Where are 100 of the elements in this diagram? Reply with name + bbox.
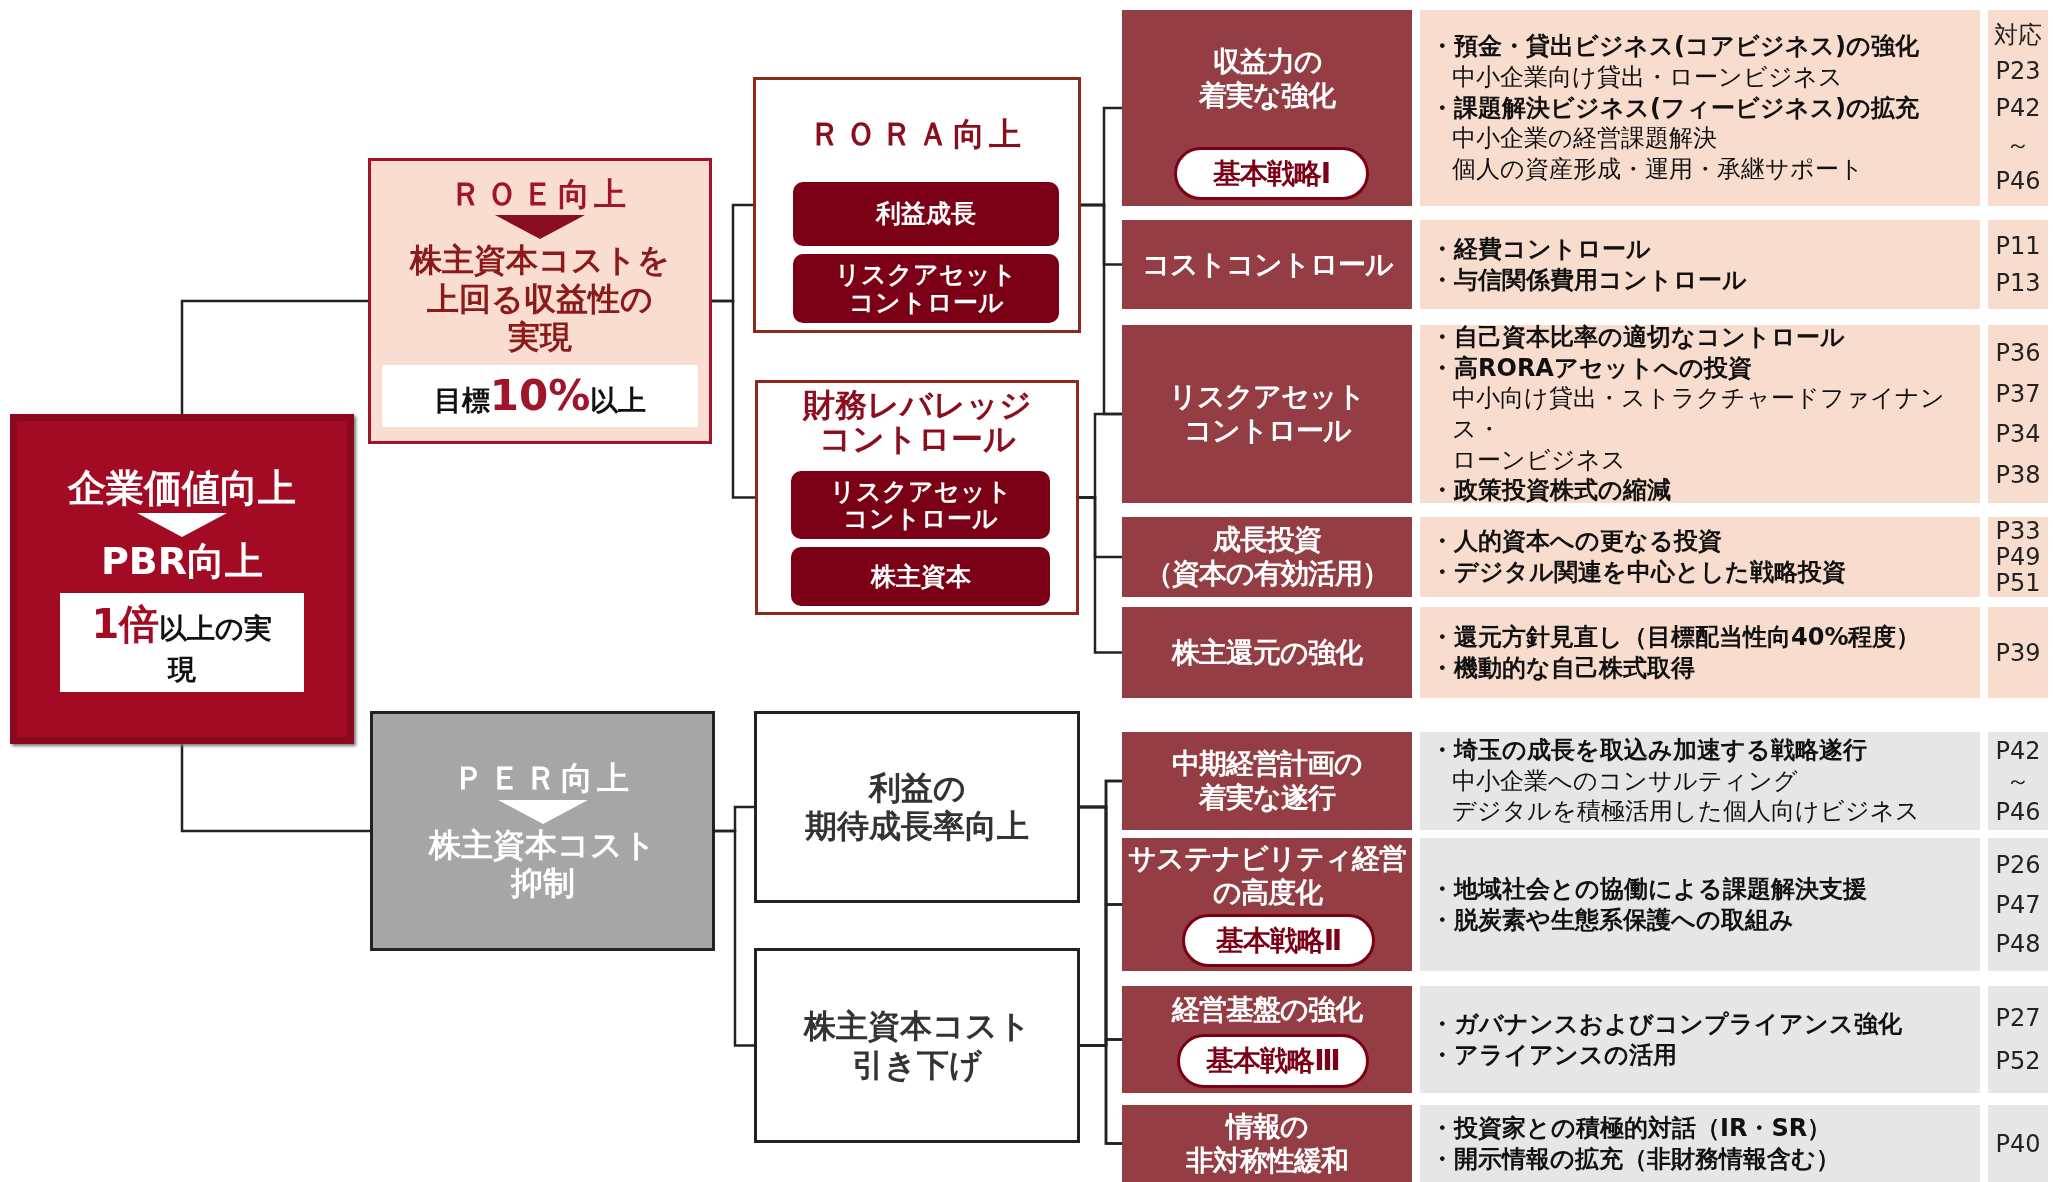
detail-panel: [1420, 325, 1980, 503]
item-pill: リスクアセットコントロール: [791, 471, 1050, 539]
box-title: ＲＯＥ向上: [450, 175, 630, 214]
connector-line: [180, 744, 370, 833]
page-number: P36: [1995, 341, 2041, 366]
group-box: [755, 380, 1079, 615]
page-ref-panel: [1988, 517, 2048, 597]
box-title: 収益力の着実な強化: [1198, 43, 1337, 114]
detail-panel: [1420, 1105, 1980, 1182]
bullet-text: ・経費コントロール: [1430, 233, 1651, 265]
item-pill: 株主資本: [791, 547, 1050, 606]
strategy-box: [1122, 10, 1412, 206]
page-number: P33: [1995, 519, 2041, 543]
box-title: サステナビリティ経営の高度化: [1127, 841, 1407, 911]
strategy-box: 成長投資（資本の有効活用）: [1122, 517, 1412, 597]
page-number: ～: [2006, 132, 2030, 157]
measure-box: 株主資本コスト引き下げ: [754, 948, 1080, 1143]
target-box: [368, 158, 712, 444]
box-title: ＰＥＲ向上: [452, 759, 633, 798]
bullet-text: ・自己資本比率の適切なコントロール: [1430, 321, 1845, 353]
page-number: P38: [1995, 462, 2041, 487]
strategy-box: 中期経営計画の着実な遂行: [1122, 732, 1412, 830]
box-title: 企業価値向上: [68, 465, 296, 512]
bullet-text: ・人的資本への更なる投資: [1430, 526, 1722, 557]
sub-item-text: 中小向け貸出・ストラクチャードファイナンス・ローンビジネス: [1451, 383, 1946, 476]
page-number: P46: [1995, 169, 2041, 194]
box-title: ＲＯＲＡ向上: [809, 118, 1025, 152]
item-pill: リスクアセットコントロール: [793, 254, 1059, 323]
strategy-box: 株主還元の強化: [1122, 607, 1412, 698]
bullet-text: ・預金・貸出ビジネス(コアビジネス)の強化: [1430, 31, 1919, 62]
bullet-text: ・埼玉の成長を取込み加速する戦略遂行: [1430, 734, 1867, 766]
box-title: 経営基盤の強化: [1170, 992, 1364, 1029]
target-box: [370, 711, 715, 951]
target-text: 1倍以上の実現: [60, 592, 304, 693]
page-ref-panel: P40: [1988, 1105, 2048, 1182]
bullet-text: ・政策投資株式の縮減: [1430, 475, 1671, 507]
strategy-box: [1122, 838, 1412, 971]
bullet-text: ・ガバナンスおよびコンプライアンス強化: [1430, 1008, 1902, 1040]
bullet-text: ・アライアンスの活用: [1430, 1039, 1677, 1071]
goal-box: [10, 414, 354, 744]
page-ref-panel: [1988, 10, 2048, 206]
page-number: ～: [2006, 769, 2030, 793]
page-number: P34: [1995, 422, 2041, 447]
detail-panel: [1420, 220, 1980, 309]
page-number: P23: [1995, 59, 2041, 84]
bullet-text: ・機動的な自己株式取得: [1430, 652, 1695, 684]
page-number: P26: [1995, 853, 2041, 878]
bullet-text: ・与信関係費用コントロール: [1430, 264, 1747, 296]
connector-line: [712, 299, 755, 499]
page-number: P49: [1995, 545, 2041, 569]
strategy-box: 情報の非対称性緩和: [1122, 1105, 1412, 1182]
page-number: P27: [1995, 1005, 2041, 1030]
strategy-box: [1122, 986, 1412, 1093]
page-number: P13: [1995, 271, 2041, 296]
sub-item-text: デジタルを積極活用した個人向けビジネス: [1451, 796, 1920, 828]
connector-line: [1079, 496, 1122, 654]
box-text: 株主資本コスト抑制: [429, 825, 656, 903]
page-ref-panel: [1988, 325, 2048, 503]
page-number: P47: [1995, 892, 2041, 917]
bullet-text: ・投資家との積極的対話（IR・SR）: [1430, 1112, 1832, 1144]
page-ref-panel: [1988, 986, 2048, 1093]
strategy-badge: 基本戦略Ⅰ: [1174, 147, 1369, 200]
detail-panel: [1420, 517, 1980, 597]
measure-box: 利益の期待成長率向上: [754, 711, 1080, 903]
page-number: P11: [1995, 233, 2041, 258]
connector-line: [180, 299, 368, 414]
strategy-box: リスクアセットコントロール: [1122, 325, 1412, 503]
connector-line: [715, 829, 754, 1047]
bullet-text: ・デジタル関連を中心とした戦略投資: [1430, 557, 1846, 588]
detail-panel: [1420, 732, 1980, 830]
detail-panel: [1420, 986, 1980, 1093]
item-pill: 利益成長: [793, 182, 1059, 246]
page-number: P51: [1995, 571, 2041, 595]
bullet-text: ・脱炭素や生態系保護への取組み: [1430, 904, 1794, 936]
page-number: 対応: [1994, 22, 2042, 47]
detail-panel: [1420, 10, 1980, 206]
sub-item-text: 中小企業向け貸出・ローンビジネス: [1451, 61, 1843, 93]
detail-panel: [1420, 607, 1980, 698]
bullet-text: ・還元方針見直し（目標配当性向40%程度）: [1430, 621, 1921, 653]
bullet-text: ・課題解決ビジネス(フィービジネス)の拡充: [1430, 92, 1919, 124]
detail-panel: [1420, 838, 1980, 971]
strategy-box: コストコントロール: [1122, 220, 1412, 309]
target-text: 目標10%以上: [382, 364, 698, 427]
strategy-badge: 基本戦略Ⅲ: [1177, 1034, 1369, 1088]
page-number: P52: [1995, 1049, 2041, 1074]
page-ref-panel: [1988, 838, 2048, 971]
page-ref-panel: [1988, 220, 2048, 309]
page-number: P46: [1995, 799, 2041, 824]
sub-item-text: 個人の資産形成・運用・承継サポート: [1451, 154, 1864, 185]
group-box: [753, 77, 1081, 333]
bullet-text: ・地域社会との協働による課題解決支援: [1430, 873, 1867, 905]
page-ref-panel: [1988, 732, 2048, 830]
bullet-text: ・開示情報の拡充（非財務情報含む）: [1430, 1143, 1840, 1175]
bullet-text: ・高RORAアセットへの投資: [1430, 352, 1752, 384]
page-number: P42: [1995, 738, 2041, 763]
box-title: 財務レバレッジコントロール: [802, 389, 1032, 457]
box-text: PBR向上: [100, 539, 264, 585]
page-number: P48: [1995, 931, 2041, 956]
page-number: P42: [1995, 95, 2041, 120]
sub-item-text: 中小企業へのコンサルティング: [1451, 765, 1798, 797]
